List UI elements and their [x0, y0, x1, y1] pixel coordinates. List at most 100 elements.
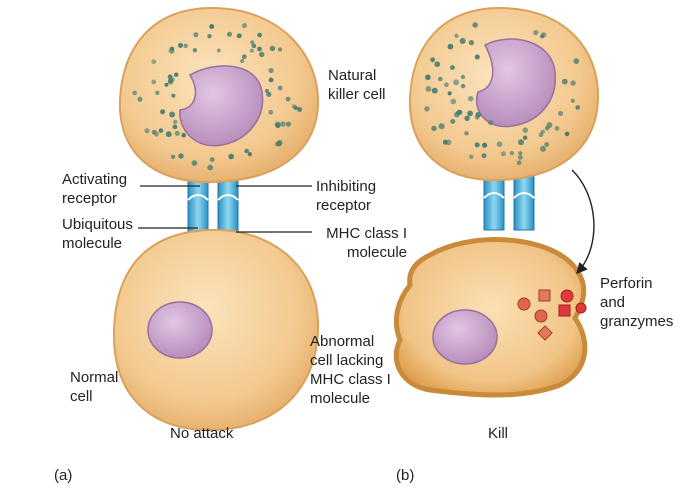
mhc-label-line-2: molecule: [346, 244, 407, 261]
cytoplasmic-granule: [450, 65, 455, 70]
cytoplasmic-granule: [236, 33, 242, 39]
cytoplasmic-granule: [424, 106, 430, 112]
cytoplasmic-granule: [468, 40, 474, 46]
cytoplasmic-granule: [250, 40, 255, 45]
cytoplasmic-granule: [241, 54, 247, 60]
cytoplasmic-granule: [516, 160, 522, 165]
nk-nucleus-b: [475, 38, 557, 128]
perforin-granzyme-particles: [517, 289, 587, 341]
cytoplasmic-granule: [533, 29, 539, 36]
cytoplasmic-granule: [257, 32, 262, 38]
cytoplasmic-granule: [464, 131, 469, 136]
cytoplasmic-granule: [165, 131, 172, 138]
cytoplasmic-granule: [251, 43, 257, 49]
normal-cell-nucleus: [147, 301, 213, 359]
nk-granules-a: [132, 23, 303, 171]
cytoplasmic-granule: [181, 132, 186, 138]
cytoplasmic-granule: [482, 142, 488, 148]
cytoplasmic-granule: [518, 155, 523, 160]
panel-b: [393, 6, 600, 398]
cytoplasmic-granule: [164, 82, 169, 87]
cytoplasmic-granule: [540, 145, 546, 152]
cytoplasmic-granule: [174, 72, 179, 77]
normal-label-line-2: cell: [70, 388, 93, 405]
cytoplasmic-granule: [168, 47, 175, 54]
cytoplasmic-granule: [538, 132, 544, 137]
cytoplasmic-granule: [269, 45, 276, 52]
activating-receptor-label: Activating receptor: [62, 170, 127, 208]
cytoplasmic-granule: [544, 142, 550, 147]
activating-label-line-2: receptor: [62, 190, 118, 207]
abnormal-label-line-4: molecule: [310, 390, 371, 407]
cytoplasmic-granule: [268, 109, 274, 115]
cytoplasmic-granule: [167, 74, 173, 80]
normal-label-line-1: Normal: [70, 369, 119, 386]
cytoplasmic-granule: [291, 104, 296, 109]
cytoplasmic-granule: [259, 51, 265, 58]
cytoplasmic-granule: [447, 91, 452, 96]
cytoplasmic-granule: [178, 153, 184, 159]
abnormal-label-line-1: Abnormal: [310, 333, 375, 350]
cytoplasmic-granule: [570, 80, 576, 86]
natural-killer-cell-label: Natural killer cell: [328, 66, 386, 104]
cytoplasmic-granule: [460, 83, 466, 89]
cytoplasmic-granule: [474, 54, 480, 60]
cytoplasmic-granule: [474, 142, 480, 148]
no-attack-caption: No attack: [170, 425, 234, 442]
kill-caption: Kill: [488, 425, 509, 442]
cytoplasmic-granule: [249, 48, 254, 53]
cytoplasmic-granule: [573, 58, 580, 64]
cytoplasmic-granule: [171, 154, 176, 159]
cytoplasmic-granule: [277, 85, 283, 91]
cytoplasmic-granule: [430, 57, 436, 63]
cytoplasmic-granule: [172, 124, 178, 130]
cytoplasmic-granule: [216, 48, 221, 53]
cytoplasmic-granule: [496, 141, 503, 147]
cytoplasmic-granule: [431, 125, 437, 132]
cytoplasmic-granule: [274, 121, 281, 128]
cytoplasmic-granule: [431, 87, 438, 94]
perforin-granzymes-label: Perforin and granzymes: [600, 274, 673, 331]
cytoplasmic-granule: [475, 112, 482, 118]
cytoplasmic-granule: [169, 111, 176, 118]
inhibiting-label-line-1: Inhibiting: [316, 178, 377, 195]
cytoplasmic-granule: [257, 46, 262, 52]
inhibiting-label-line-2: receptor: [316, 197, 372, 214]
cytoplasmic-granule: [459, 38, 466, 44]
cytoplasmic-granule: [268, 77, 274, 83]
cytoplasmic-granule: [509, 151, 515, 156]
cytoplasmic-granule: [570, 98, 575, 103]
cytoplasmic-granule: [192, 48, 198, 53]
cytoplasmic-granule: [264, 88, 270, 94]
normal-cell: [112, 228, 320, 432]
cytoplasmic-granule: [183, 43, 188, 48]
normal-cell-label: Normal cell: [70, 368, 118, 406]
cytoplasmic-granule: [278, 47, 283, 52]
cytoplasmic-granule: [285, 96, 291, 102]
cytoplasmic-granule: [564, 131, 570, 137]
nk-label-line-1: Natural: [328, 67, 377, 84]
perforin-label-line-2: and: [600, 294, 626, 311]
cytoplasmic-granule: [434, 61, 441, 67]
cytoplasmic-granule: [541, 32, 547, 38]
perforin-label-line-1: Perforin: [600, 275, 653, 292]
cytoplasmic-granule: [240, 58, 245, 64]
cytoplasmic-granule: [151, 59, 157, 65]
panel-a-label: (a): [54, 467, 73, 484]
cytoplasmic-granule: [518, 139, 524, 146]
cytoplasmic-granule: [425, 86, 432, 92]
nk-granules-b: [424, 22, 580, 165]
cytoplasmic-granule: [460, 74, 466, 80]
natural-killer-cell-a: [118, 6, 320, 184]
cytoplasmic-granule: [425, 74, 431, 81]
cytoplasmic-granule: [207, 34, 212, 39]
cytoplasmic-granule: [209, 157, 215, 162]
inhibiting-receptor-label: Inhibiting receptor: [316, 177, 376, 215]
abnormal-label-line-3: MHC class I: [310, 371, 391, 388]
cytoplasmic-granule: [454, 33, 459, 39]
cytoplasmic-granule: [244, 148, 249, 154]
cytoplasmic-granule: [158, 128, 164, 133]
abnormal-cell: [393, 237, 588, 398]
cytoplasmic-granule: [467, 110, 473, 117]
cytoplasmic-granule: [561, 78, 568, 85]
